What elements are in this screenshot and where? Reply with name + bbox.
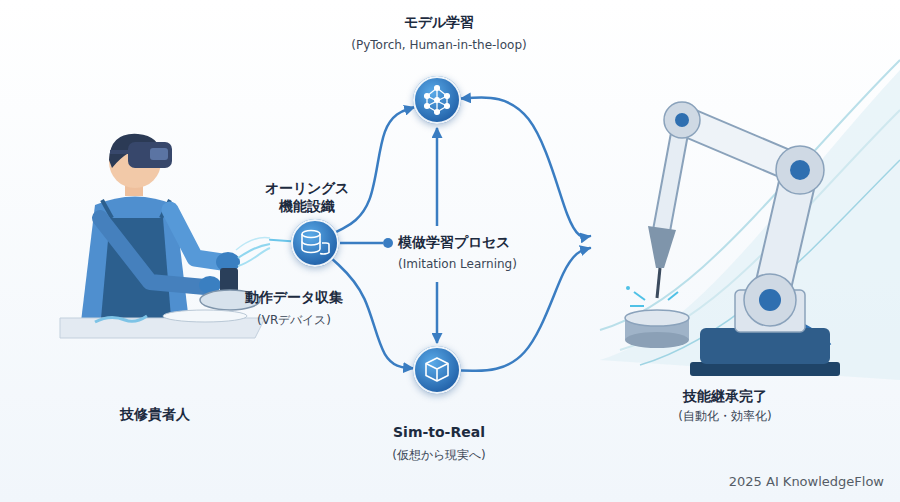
node-title: Sim-to-Real xyxy=(393,424,485,442)
flow-connector xyxy=(461,97,590,237)
network-icon xyxy=(435,98,440,103)
process-label: 模做学習プロセス xyxy=(398,234,510,252)
worker-node: 技修貴者人 xyxy=(60,110,270,355)
cube-icon xyxy=(426,364,448,382)
network-icon xyxy=(425,94,430,99)
database-icon xyxy=(302,231,320,238)
network-icon xyxy=(425,104,430,109)
robot-arm xyxy=(648,226,676,268)
worker-figure xyxy=(95,316,147,322)
node-title: 技修貴者人 xyxy=(120,406,190,424)
network-icon xyxy=(425,86,450,115)
robot-arm xyxy=(625,310,689,326)
node-title: オーリングス 機能設織 xyxy=(261,180,353,215)
sparks xyxy=(634,292,645,300)
database-icon xyxy=(320,243,329,254)
network-icon xyxy=(427,96,447,106)
branch-lines xyxy=(340,242,383,245)
sim-node: Sim-to-Real(仮想から現実へ) xyxy=(413,346,461,394)
network-icon xyxy=(445,104,450,109)
watermark: 2025 AI KnowledgeFlow xyxy=(729,474,884,490)
sparks xyxy=(668,292,678,300)
robot-arm xyxy=(776,146,824,194)
sparks xyxy=(626,286,630,290)
node-subtitle: (VRデバイス) xyxy=(257,313,331,328)
flow-connector xyxy=(333,259,413,368)
node-subtitle: (自動化・効率化) xyxy=(678,409,771,424)
branch-lines xyxy=(383,238,393,248)
robot-arm xyxy=(700,328,830,364)
worker-figure xyxy=(163,310,247,322)
robot-arm xyxy=(657,268,660,298)
network-icon xyxy=(445,94,450,99)
worker-figure xyxy=(110,150,130,154)
sparks xyxy=(626,286,678,306)
icon-circle xyxy=(413,76,461,124)
database-icon xyxy=(302,234,320,253)
model-node: モデル学習(PyTorch, Human-in-the-loop) xyxy=(413,76,461,124)
node-title: モデル学習 xyxy=(404,14,474,32)
data-node: オーリングス 機能設織動作データ収集(VRデバイス) xyxy=(291,219,339,267)
robot-arm xyxy=(690,362,840,376)
node-subtitle: (PyTorch, Human-in-the-loop) xyxy=(351,38,526,53)
worker-figure xyxy=(60,318,265,338)
node-subtitle: 動作データ収集 xyxy=(245,289,343,307)
worker-figure xyxy=(150,148,168,160)
robot-arm xyxy=(625,102,840,376)
background-waves xyxy=(600,60,900,380)
branch-lines xyxy=(436,128,439,226)
flow-connector xyxy=(270,240,291,241)
motion-streams xyxy=(238,248,270,266)
robot-arm xyxy=(675,113,689,127)
database-icon xyxy=(302,242,320,246)
robot-arm xyxy=(664,102,700,138)
background-waves xyxy=(600,60,900,330)
node-title: 技能継承完了 xyxy=(683,388,767,406)
robot-arm xyxy=(790,160,810,180)
background-waves xyxy=(620,110,900,350)
branch-lines xyxy=(436,282,439,343)
worker-figure xyxy=(128,142,172,168)
cube-icon xyxy=(426,358,448,381)
worker-figure xyxy=(60,134,265,338)
robot-arm xyxy=(759,289,781,311)
robot-arm xyxy=(744,274,796,326)
sparks xyxy=(630,305,644,307)
network-icon xyxy=(427,96,447,106)
database-icon xyxy=(302,231,329,254)
node-subtitle: (仮想から現実へ) xyxy=(392,448,485,463)
motion-streams xyxy=(236,238,270,267)
network-icon xyxy=(435,110,440,115)
robot-arm xyxy=(625,332,689,348)
background-waves xyxy=(600,70,900,380)
flow-connector xyxy=(336,107,414,232)
worker-figure xyxy=(170,210,222,262)
icon-circle xyxy=(413,346,461,394)
motion-streams xyxy=(236,238,270,251)
cube-icon xyxy=(426,358,448,381)
network-icon xyxy=(435,86,440,91)
robot-node: 技能継承完了(自動化・効率化) xyxy=(590,40,860,380)
process-sublabel: (Imitation Learning) xyxy=(398,257,517,272)
